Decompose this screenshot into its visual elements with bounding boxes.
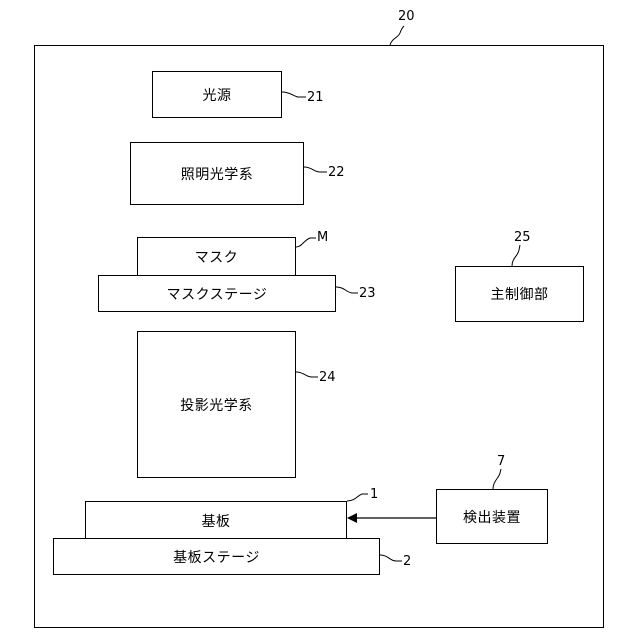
leader-21 [282, 92, 306, 97]
leader-22 [304, 167, 327, 172]
ref-25: 25 [514, 231, 531, 244]
mask-stage-label: マスクステージ [167, 284, 268, 304]
leader-2 [380, 555, 402, 561]
leader-7 [493, 469, 501, 489]
substrate-label: 基板 [202, 511, 231, 531]
light-source-block: 光源 [152, 71, 282, 118]
leader-23 [336, 287, 358, 293]
mask-block: マスク [137, 237, 296, 276]
detector-block: 検出装置 [436, 489, 548, 544]
ref-1: 1 [370, 488, 378, 501]
leader-25 [512, 245, 520, 266]
ref-M: M [317, 231, 328, 244]
mask-stage-block: マスクステージ [98, 275, 336, 312]
leader-M [296, 238, 316, 247]
leader-1 [347, 494, 368, 501]
ref-20: 20 [398, 10, 415, 23]
projection-optics-label: 投影光学系 [180, 395, 253, 415]
leader-20 [390, 26, 404, 45]
ref-7: 7 [497, 455, 505, 468]
illumination-optics-label: 照明光学系 [181, 164, 254, 184]
leader-24 [296, 372, 318, 377]
main-controller-label: 主制御部 [491, 284, 549, 304]
substrate-stage-block: 基板ステージ [53, 538, 380, 575]
ref-21: 21 [307, 91, 324, 104]
mask-label: マスク [195, 247, 239, 267]
substrate-stage-label: 基板ステージ [173, 547, 260, 567]
ref-22: 22 [328, 166, 345, 179]
projection-optics-block: 投影光学系 [137, 331, 296, 478]
ref-24: 24 [319, 371, 336, 384]
ref-2: 2 [403, 555, 411, 568]
main-controller-block: 主制御部 [455, 266, 584, 322]
ref-23: 23 [359, 287, 376, 300]
light-source-label: 光源 [203, 85, 232, 105]
illumination-optics-block: 照明光学系 [130, 142, 304, 205]
substrate-block: 基板 [85, 501, 347, 540]
detector-label: 検出装置 [463, 507, 521, 527]
